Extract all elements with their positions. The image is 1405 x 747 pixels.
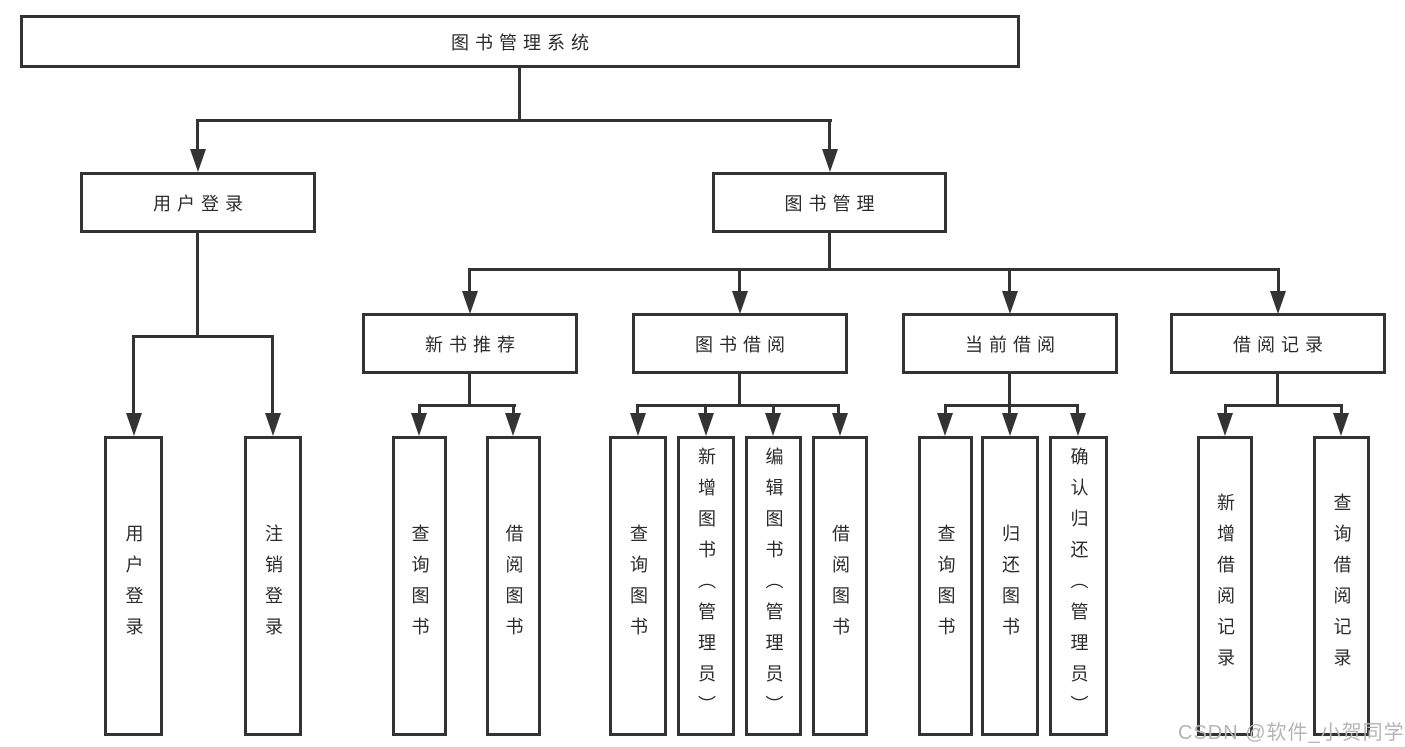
line xyxy=(518,68,521,122)
line xyxy=(271,337,274,415)
leaf-add-borrow-record: 新增借阅记录 xyxy=(1197,436,1253,736)
node-borrow-records: 借阅记录 xyxy=(1170,313,1386,374)
arrowhead-down-icon xyxy=(126,413,142,436)
line xyxy=(837,406,840,415)
leaf-query-books-borrow: 查询图书 xyxy=(609,436,667,736)
line xyxy=(418,406,421,415)
csdn-watermark: CSDN @软件_小贺同学 xyxy=(1178,722,1405,744)
line xyxy=(1076,406,1079,415)
leaf-borrow-books-recommend: 借阅图书 xyxy=(486,436,541,736)
arrowhead-down-icon xyxy=(265,413,281,436)
line xyxy=(1008,372,1011,407)
arrowhead-down-icon xyxy=(505,413,521,436)
arrowhead-down-icon xyxy=(1002,291,1018,314)
arrowhead-down-icon xyxy=(765,413,781,436)
line xyxy=(1277,270,1280,293)
line xyxy=(468,270,471,293)
arrowhead-down-icon xyxy=(698,413,714,436)
line xyxy=(704,406,707,415)
line xyxy=(944,404,1079,407)
line xyxy=(1224,404,1343,407)
arrowhead-down-icon xyxy=(822,149,838,172)
line xyxy=(772,406,775,415)
line xyxy=(636,404,840,407)
line xyxy=(418,404,516,407)
line xyxy=(468,268,1280,271)
line xyxy=(1008,270,1011,293)
leaf-confirm-return-admin: 确认归还（管理员） xyxy=(1049,436,1108,736)
line xyxy=(828,121,831,152)
line xyxy=(738,270,741,293)
arrowhead-down-icon xyxy=(1333,413,1349,436)
node-current-borrow: 当前借阅 xyxy=(902,313,1118,374)
line xyxy=(1224,406,1227,415)
arrowhead-down-icon xyxy=(411,413,427,436)
line xyxy=(828,233,831,270)
arrowhead-down-icon xyxy=(462,291,478,314)
arrowhead-down-icon xyxy=(1217,413,1233,436)
line xyxy=(636,406,639,415)
line xyxy=(1340,406,1343,415)
node-book-management: 图书管理 xyxy=(712,172,947,233)
line xyxy=(196,121,199,152)
arrowhead-down-icon xyxy=(190,149,206,172)
arrowhead-down-icon xyxy=(1002,413,1018,436)
leaf-logout: 注销登录 xyxy=(244,436,302,736)
node-user-login: 用户登录 xyxy=(80,172,316,233)
line xyxy=(196,119,832,122)
leaf-user-login: 用户登录 xyxy=(104,436,163,736)
node-book-borrow: 图书借阅 xyxy=(632,313,848,374)
leaf-borrow-books: 借阅图书 xyxy=(812,436,868,736)
leaf-query-books-recommend: 查询图书 xyxy=(392,436,447,736)
line xyxy=(1008,406,1011,415)
line xyxy=(1276,372,1279,407)
leaf-return-books: 归还图书 xyxy=(981,436,1039,736)
line xyxy=(132,335,274,338)
line xyxy=(132,337,135,415)
line xyxy=(512,406,515,415)
arrowhead-down-icon xyxy=(832,413,848,436)
arrowhead-down-icon xyxy=(937,413,953,436)
line xyxy=(944,406,947,415)
line xyxy=(196,233,199,338)
node-new-book-recommend: 新书推荐 xyxy=(362,313,578,374)
node-system-root: 图书管理系统 xyxy=(20,15,1020,68)
arrowhead-down-icon xyxy=(630,413,646,436)
arrowhead-down-icon xyxy=(1270,291,1286,314)
line xyxy=(468,372,471,407)
leaf-add-books-admin: 新增图书（管理员） xyxy=(677,436,735,736)
arrowhead-down-icon xyxy=(1070,413,1086,436)
leaf-query-books-current: 查询图书 xyxy=(918,436,973,736)
leaf-edit-books-admin: 编辑图书（管理员） xyxy=(745,436,802,736)
arrowhead-down-icon xyxy=(732,291,748,314)
line xyxy=(738,372,741,407)
leaf-query-borrow-record: 查询借阅记录 xyxy=(1313,436,1370,736)
